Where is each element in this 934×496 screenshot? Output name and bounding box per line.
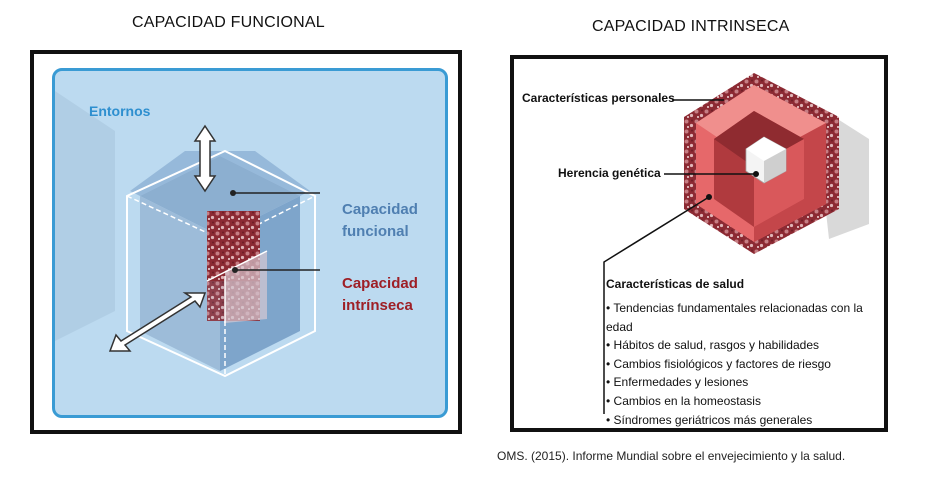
functional-capacity-panel: Entornos Capacidad funcional Capacidad i… [30, 50, 462, 434]
health-pointer [603, 196, 710, 414]
functional-capacity-label: Capacidad funcional [342, 201, 418, 240]
functional-capacity-diagram [55, 91, 320, 378]
personal-characteristics-label: Características personales [522, 91, 675, 105]
list-item: Cambios fisiológicos y factores de riesg… [606, 355, 884, 374]
environments-box: Entornos Capacidad funcional Capacidad i… [52, 68, 448, 418]
intrinsic-capacity-diagram [603, 73, 869, 414]
list-item: Enfermedades y lesiones [606, 373, 884, 392]
list-item: Hábitos de salud, rasgos y habilidades [606, 336, 884, 355]
intrinsic-capacity-panel: Características personales Herencia gené… [510, 55, 888, 432]
diagonal-arrow [108, 292, 207, 352]
health-characteristics-title: Características de salud [606, 277, 745, 291]
intrinsic-capacity-label: Capacidad intrínseca [342, 275, 418, 314]
citation: OMS. (2015). Informe Mundial sobre el en… [497, 449, 846, 463]
genetic-inheritance-label: Herencia genética [558, 166, 661, 180]
right-title: CAPACIDAD INTRINSECA [592, 18, 790, 35]
vertical-arrow [193, 124, 217, 193]
health-characteristics-list: Tendencias fundamentales relacionadas co… [606, 299, 884, 429]
list-item: Síndromes geriátricos más generales [606, 411, 884, 430]
left-title: CAPACIDAD FUNCIONAL [132, 14, 325, 31]
list-item: Cambios en la homeostasis [606, 392, 884, 411]
environments-label: Entornos [89, 103, 151, 119]
outer-cube-left [140, 196, 220, 371]
outer-cube-top-face [130, 151, 310, 196]
list-item: Tendencias fundamentales relacionadas co… [606, 299, 884, 336]
cube-shadow [55, 91, 115, 341]
